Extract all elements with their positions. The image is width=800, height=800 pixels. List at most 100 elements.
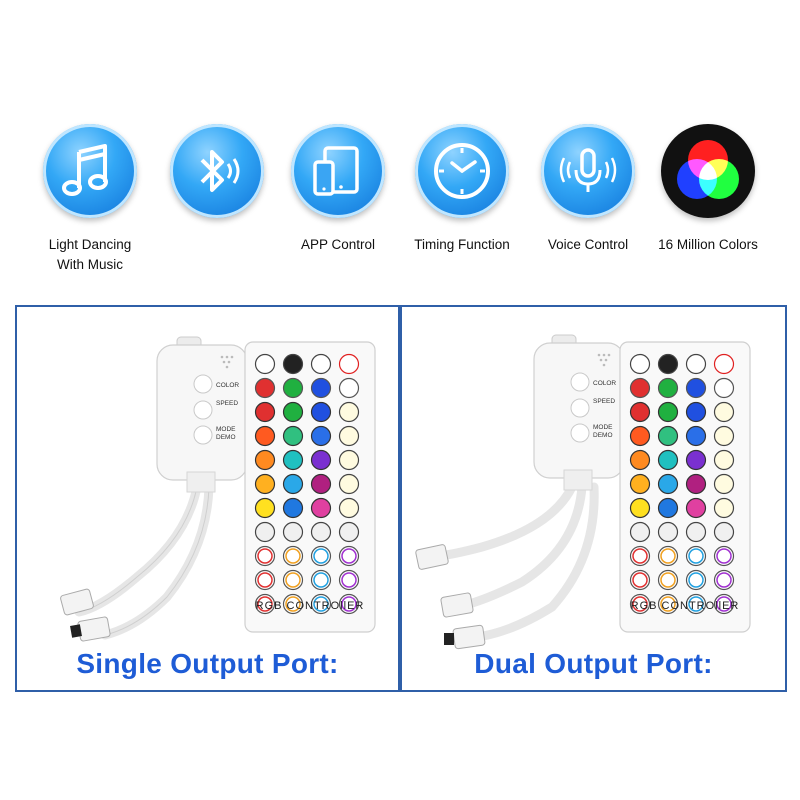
remote-button-ring bbox=[716, 572, 732, 588]
remote-button bbox=[713, 377, 735, 399]
remote-button bbox=[685, 497, 707, 519]
remote-button bbox=[254, 449, 276, 471]
remote-button bbox=[657, 449, 679, 471]
remote-button-ring bbox=[660, 572, 676, 588]
remote-button bbox=[685, 521, 707, 543]
remote-button bbox=[685, 425, 707, 447]
feature-colors: 16 Million Colors bbox=[648, 124, 768, 255]
remote-title: RGB CONTROllER bbox=[631, 600, 740, 612]
music-notes-icon bbox=[43, 124, 137, 218]
feature-label: Timing Function bbox=[414, 237, 510, 252]
remote-button-ring bbox=[257, 572, 273, 588]
remote-button bbox=[254, 377, 276, 399]
remote-button bbox=[282, 377, 304, 399]
remote-button bbox=[629, 353, 651, 375]
remote-button bbox=[254, 401, 276, 423]
controller-color-label: COLOR bbox=[216, 382, 239, 389]
remote-button bbox=[713, 353, 735, 375]
remote-button bbox=[685, 353, 707, 375]
single-output-controller-illustration: COLOR SPEED MODE DEMO RGB CONTROllER bbox=[60, 336, 376, 642]
remote-button-ring bbox=[257, 548, 273, 564]
controller-speed-label: SPEED bbox=[216, 400, 238, 407]
feature-label: 16 Million Colors bbox=[658, 237, 758, 252]
remote-button-grid bbox=[629, 353, 735, 615]
tablet-phone-icon bbox=[291, 124, 385, 218]
remote-button-ring bbox=[688, 548, 704, 564]
feature-bluetooth bbox=[157, 124, 277, 218]
remote-button bbox=[657, 353, 679, 375]
remote-button bbox=[282, 449, 304, 471]
panel-caption: Dual Output Port: bbox=[474, 648, 713, 679]
remote-button bbox=[657, 425, 679, 447]
remote-button bbox=[254, 353, 276, 375]
remote-button bbox=[338, 425, 360, 447]
remote-button bbox=[338, 401, 360, 423]
remote-button bbox=[310, 401, 332, 423]
feature-label: Voice Control bbox=[547, 237, 629, 252]
remote-button bbox=[657, 377, 679, 399]
remote-button-ring bbox=[632, 572, 648, 588]
panel-dual-output: COLOR SPEED MODE DEMO RGB CONTROllER Dua… bbox=[400, 305, 787, 692]
remote-button bbox=[685, 473, 707, 495]
remote-button bbox=[282, 401, 304, 423]
remote-button-ring bbox=[632, 548, 648, 564]
feature-voice: Voice Control bbox=[528, 124, 648, 255]
remote-button-ring bbox=[716, 596, 732, 612]
remote-button bbox=[338, 353, 360, 375]
remote-button bbox=[629, 401, 651, 423]
remote-button bbox=[713, 473, 735, 495]
remote-button bbox=[713, 521, 735, 543]
remote-button-ring bbox=[716, 548, 732, 564]
remote-button bbox=[629, 521, 651, 543]
feature-app-control: APP Control bbox=[278, 124, 398, 255]
bluetooth-icon bbox=[170, 124, 264, 218]
microphone-icon bbox=[541, 124, 635, 218]
remote-button-ring bbox=[285, 548, 301, 564]
remote-button bbox=[713, 425, 735, 447]
controller-mode-label: MODE bbox=[216, 426, 236, 433]
remote-button-ring bbox=[660, 548, 676, 564]
remote-button bbox=[310, 449, 332, 471]
remote-button-ring bbox=[285, 596, 301, 612]
remote-button-ring bbox=[660, 596, 676, 612]
remote-button bbox=[254, 521, 276, 543]
feature-label: Light Dancing With Music bbox=[48, 237, 132, 272]
remote-button bbox=[282, 353, 304, 375]
remote-button bbox=[310, 497, 332, 519]
remote-button bbox=[282, 497, 304, 519]
dual-output-controller-illustration: COLOR SPEED MODE DEMO RGB CONTROllER bbox=[415, 334, 751, 650]
remote-button bbox=[338, 449, 360, 471]
remote-button bbox=[282, 521, 304, 543]
remote-button bbox=[282, 473, 304, 495]
remote-button bbox=[629, 377, 651, 399]
remote-button bbox=[338, 521, 360, 543]
feature-music: Light Dancing With Music bbox=[30, 124, 150, 275]
remote-button bbox=[713, 449, 735, 471]
remote-button bbox=[713, 401, 735, 423]
controller-demo-label: DEMO bbox=[216, 434, 236, 441]
remote-button bbox=[685, 377, 707, 399]
remote-button-ring bbox=[341, 548, 357, 564]
remote-button bbox=[338, 377, 360, 399]
panel-single-output: COLOR SPEED MODE DEMO RGB CONTROllER Sin… bbox=[15, 305, 400, 692]
controller-color-label: COLOR bbox=[593, 380, 616, 387]
remote-button-grid bbox=[254, 353, 360, 615]
remote-button bbox=[685, 401, 707, 423]
feature-label: APP Control bbox=[300, 237, 376, 252]
remote-button-ring bbox=[257, 596, 273, 612]
controller-demo-label: DEMO bbox=[593, 432, 613, 439]
remote-button bbox=[310, 473, 332, 495]
remote-button bbox=[685, 449, 707, 471]
feature-timing: Timing Function bbox=[402, 124, 522, 255]
remote-button-ring bbox=[688, 596, 704, 612]
clock-icon bbox=[415, 124, 509, 218]
remote-button bbox=[657, 473, 679, 495]
remote-button bbox=[338, 497, 360, 519]
remote-button-ring bbox=[341, 572, 357, 588]
remote-button bbox=[282, 425, 304, 447]
panel-caption: Single Output Port: bbox=[76, 648, 339, 679]
remote-button bbox=[713, 497, 735, 519]
remote-button-ring bbox=[341, 596, 357, 612]
controller-speed-label: SPEED bbox=[593, 398, 615, 405]
rgb-circles-icon bbox=[661, 124, 755, 218]
